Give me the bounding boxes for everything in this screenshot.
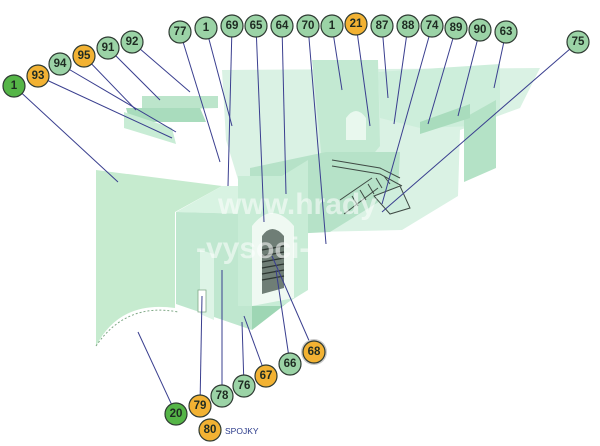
upper-rampart-2 [126,108,206,122]
gate-portal [262,229,284,294]
watermark-line-2: -vysoci-vejoky.cz [196,232,441,265]
badge-79[interactable]: 79 [188,394,212,418]
castle-illustration: www.hrady -vysoci-vejoky.cz [95,60,540,347]
badge-1-upper[interactable]: 1 [194,16,218,40]
badge-89[interactable]: 89 [444,16,468,40]
svg-text:94: 94 [54,58,67,70]
svg-text:95: 95 [78,50,91,62]
badge-77[interactable]: 77 [168,20,192,44]
svg-text:1: 1 [329,20,336,32]
badge-21[interactable]: 21 [344,12,368,36]
badge-66[interactable]: 66 [278,352,302,376]
badge-70[interactable]: 70 [296,14,320,38]
badge-94[interactable]: 94 [48,52,72,76]
svg-text:68: 68 [308,346,321,358]
watermark-line-1: www.hrady [217,188,377,221]
svg-text:78: 78 [216,390,229,402]
badge-88[interactable]: 88 [396,14,420,38]
svg-text:77: 77 [174,26,187,38]
svg-text:90: 90 [474,24,487,36]
courtyard-ground [96,170,222,346]
svg-text:21: 21 [350,18,363,30]
balcony-bridge [420,104,470,134]
svg-text:91: 91 [102,42,115,54]
back-palace-front [312,60,380,168]
badge-75[interactable]: 75 [566,30,590,54]
svg-text:63: 63 [500,26,513,38]
badge-1[interactable]: 1 [2,74,26,98]
svg-text:93: 93 [32,70,45,82]
svg-text:75: 75 [572,36,585,48]
svg-text:79: 79 [194,400,207,412]
badge-78[interactable]: 78 [210,384,234,408]
svg-text:92: 92 [126,36,139,48]
badge-67[interactable]: 67 [254,364,278,388]
badge-69[interactable]: 69 [220,14,244,38]
badge-92[interactable]: 92 [120,30,144,54]
svg-text:69: 69 [226,20,239,32]
badge-74[interactable]: 74 [420,14,444,38]
gate-steps [261,245,285,281]
badge-87[interactable]: 87 [370,14,394,38]
badge-20[interactable]: 20 [164,402,188,426]
svg-text:65: 65 [250,20,263,32]
badge-95[interactable]: 95 [72,44,96,68]
badge-63[interactable]: 63 [494,20,518,44]
svg-text:1: 1 [203,22,210,34]
badges: 1 93 94 95 91 92 77 1 69 65 64 70 1 21 8… [2,12,590,442]
svg-text:67: 67 [260,370,273,382]
svg-text:20: 20 [170,408,183,420]
leader-lines [13,23,579,415]
svg-text:80: 80 [204,424,217,436]
svg-text:64: 64 [276,20,289,32]
svg-text:66: 66 [284,358,297,370]
badge-65[interactable]: 65 [244,14,268,38]
badge-76[interactable]: 76 [232,374,256,398]
svg-text:1: 1 [11,80,18,92]
upper-rampart-1 [142,96,218,110]
badge-80[interactable]: 80 [198,418,222,442]
badge-68[interactable]: 68 [301,339,327,365]
badge-90[interactable]: 90 [468,18,492,42]
badge-1-palace[interactable]: 1 [320,14,344,38]
svg-text:74: 74 [426,20,439,32]
badge-91[interactable]: 91 [96,36,120,60]
svg-text:70: 70 [302,20,315,32]
legend-spojky: SPOJKY [225,426,259,436]
svg-text:76: 76 [238,380,251,392]
svg-text:87: 87 [376,20,389,32]
arched-window [346,111,366,140]
badge-64[interactable]: 64 [270,14,294,38]
svg-text:89: 89 [450,22,463,34]
svg-text:88: 88 [402,20,415,32]
badge-93[interactable]: 93 [26,64,50,88]
outer-staircase [331,159,411,215]
